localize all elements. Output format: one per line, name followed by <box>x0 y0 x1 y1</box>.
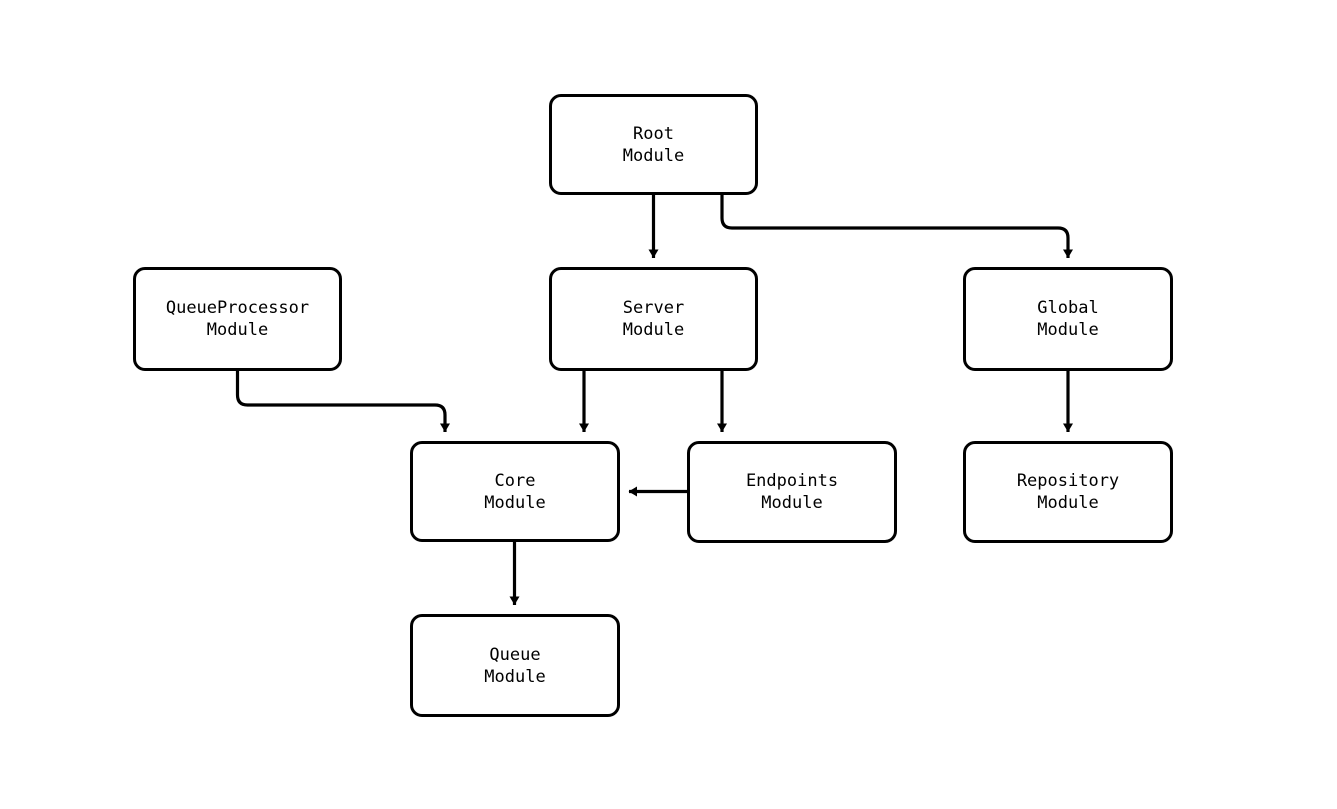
node-endpoints-module[interactable]: Endpoints Module <box>687 441 897 543</box>
node-root-module-label: Root Module <box>622 123 685 166</box>
node-queueprocessor-module[interactable]: QueueProcessor Module <box>133 267 342 371</box>
node-core-module[interactable]: Core Module <box>410 441 620 542</box>
node-repository-module[interactable]: Repository Module <box>963 441 1173 543</box>
node-queue-module[interactable]: Queue Module <box>410 614 620 717</box>
edge-root-to-global <box>720 195 1073 258</box>
node-repository-module-label: Repository Module <box>1016 471 1120 513</box>
node-global-module[interactable]: Global Module <box>963 267 1173 371</box>
node-global-module-label: Global Module <box>1037 298 1099 340</box>
node-server-module-label: Server Module <box>622 298 685 340</box>
node-endpoints-module-label: Endpoints Module <box>745 471 839 513</box>
node-core-module-label: Core Module <box>484 470 546 513</box>
node-root-module[interactable]: Root Module <box>549 94 758 195</box>
edge-queueprocessor-to-core <box>235 371 450 432</box>
node-queue-module-label: Queue Module <box>484 644 546 687</box>
node-queueprocessor-module-label: QueueProcessor Module <box>165 298 310 340</box>
node-server-module[interactable]: Server Module <box>549 267 758 371</box>
